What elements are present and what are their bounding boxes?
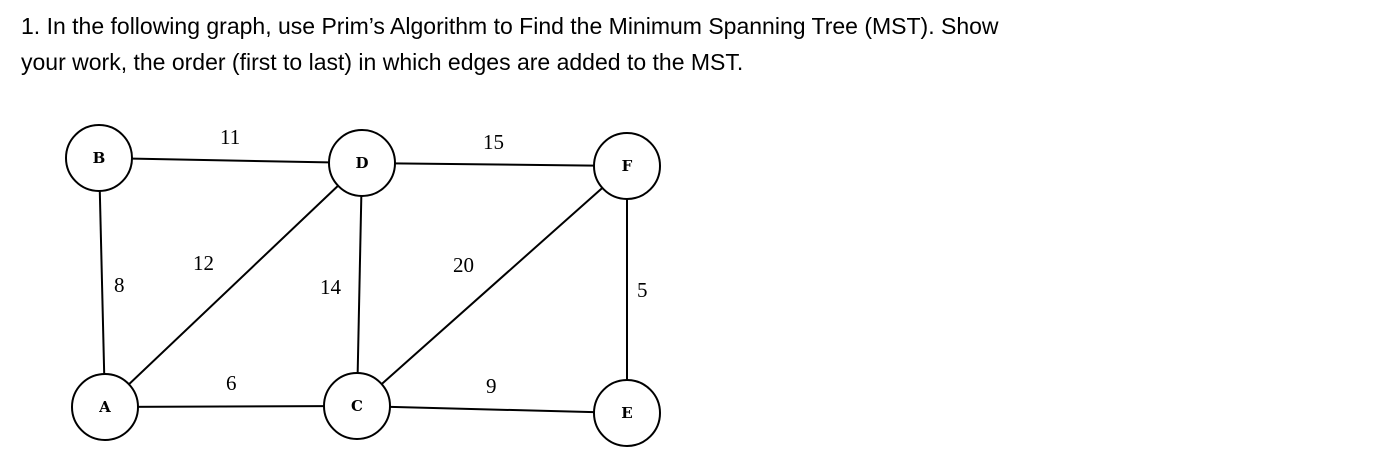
node-a-label: A (98, 398, 111, 416)
weight-f-c: 20 (453, 253, 474, 277)
node-a: A (71, 373, 139, 441)
node-d-label: D (355, 154, 368, 172)
node-b: B (65, 124, 133, 192)
weight-d-f: 15 (483, 130, 504, 154)
weight-d-c: 14 (320, 275, 342, 299)
edge-b-d (98, 157, 363, 164)
weight-b-a: 8 (114, 273, 125, 297)
edge-b-a (98, 157, 106, 408)
weight-a-c: 6 (226, 371, 237, 395)
node-e: E (593, 379, 661, 447)
edge-d-c (356, 162, 363, 407)
question-line-1: 1. In the following graph, use Prim’s Al… (21, 13, 999, 39)
edge-f-c (356, 165, 628, 407)
node-c: C (323, 372, 391, 440)
node-f: F (593, 132, 661, 200)
node-d: D (328, 129, 396, 197)
node-c-label: C (351, 397, 363, 415)
weight-b-d: 11 (220, 125, 240, 149)
edge-c-e (356, 405, 628, 414)
node-f-label: F (622, 157, 633, 175)
node-e-label: E (621, 404, 632, 422)
question-line-2: your work, the order (first to last) in … (21, 49, 744, 75)
weight-c-e: 9 (486, 374, 497, 398)
weight-f-e: 5 (637, 278, 648, 302)
node-b-label: B (93, 149, 106, 167)
question-text: 1. In the following graph, use Prim’s Al… (21, 8, 1361, 80)
edge-d-f (361, 162, 628, 167)
edge-d-a (104, 162, 363, 408)
edge-a-c (104, 405, 358, 408)
weight-d-a: 12 (193, 251, 214, 275)
